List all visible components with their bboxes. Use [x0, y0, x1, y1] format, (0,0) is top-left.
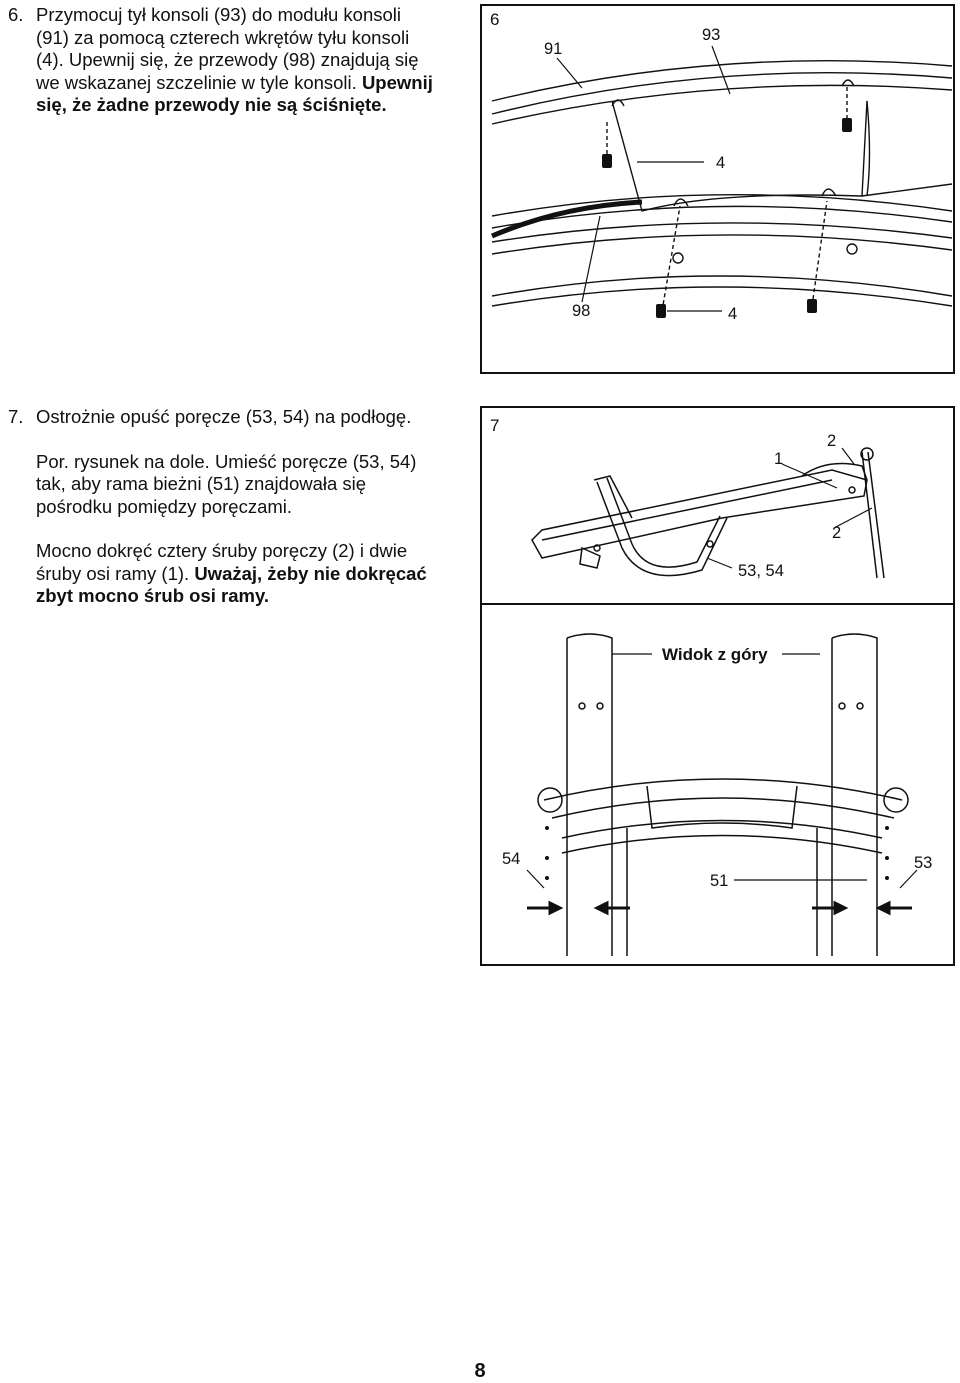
- step-6-warning-end: się, że żadne przewody nie są ściśnięte.: [36, 94, 387, 115]
- step-6-text: 6. Przymocuj tył konsoli (93) do modułu k…: [8, 4, 468, 117]
- callout-2-bottom: 2: [832, 524, 841, 542]
- handrail-drawing: 1 2 2 53, 54: [482, 432, 953, 956]
- step-7-number: 7.: [8, 406, 24, 427]
- callout-2-top: 2: [827, 432, 836, 450]
- callout-1: 1: [774, 450, 783, 468]
- callout-91: 91: [544, 40, 562, 58]
- callout-4-upper: 4: [716, 154, 725, 172]
- step-7-line-4: pośrodku pomiędzy poręczami.: [36, 495, 293, 517]
- step-7-line-1: Ostrożnie opuść poręcze (53, 54) na podł…: [36, 406, 412, 427]
- figure-6: 6: [480, 4, 955, 374]
- step-6-line-2: (91) za pomocą czterech wkrętów tyłu kon…: [36, 26, 410, 48]
- step-7-line-5: Mocno dokręć cztery śruby poręczy (2) i …: [36, 540, 408, 561]
- page-number: 8: [474, 1360, 486, 1382]
- callout-53-54: 53, 54: [738, 562, 784, 580]
- figure-7: 7 1: [480, 406, 955, 966]
- callout-53: 53: [914, 854, 932, 872]
- step-6-line-1: Przymocuj tył konsoli (93) do modułu kon…: [36, 4, 402, 25]
- step-7-warning-end: zbyt mocno śrub osi ramy.: [36, 585, 270, 606]
- callout-51: 51: [710, 872, 728, 890]
- step-6-line-4: we wskazanej szczelinie w tyle konsoli.: [36, 71, 362, 93]
- step-6-line-3: (4). Upewnij się, że przewody (98) znajd…: [36, 49, 419, 70]
- step-7-warning-start: Uważaj, żeby nie dokręcać: [194, 562, 427, 584]
- step-6-warning-start: Upewnij: [361, 71, 433, 93]
- callout-98: 98: [572, 302, 590, 320]
- step-6-number: 6.: [8, 4, 24, 25]
- figure-6-number: 6: [490, 10, 500, 29]
- top-view-title: Widok z góry: [662, 645, 768, 664]
- step-7-line-2: Por. rysunek na dole. Umieść poręcze (53…: [36, 450, 417, 472]
- step-7-line-3: tak, aby rama bieżni (51) znajdowała się: [36, 473, 367, 494]
- console-assembly-drawing: 91 93 4 98 4: [491, 26, 953, 323]
- figure-7-number: 7: [490, 416, 500, 435]
- step-7-line-6: śruby osi ramy (1).: [36, 562, 195, 584]
- step-7-text: 7. Ostrożnie opuść poręcze (53, 54) na po…: [8, 406, 478, 608]
- callout-93: 93: [702, 26, 720, 44]
- callout-4-lower: 4: [728, 305, 737, 323]
- callout-54: 54: [502, 850, 520, 868]
